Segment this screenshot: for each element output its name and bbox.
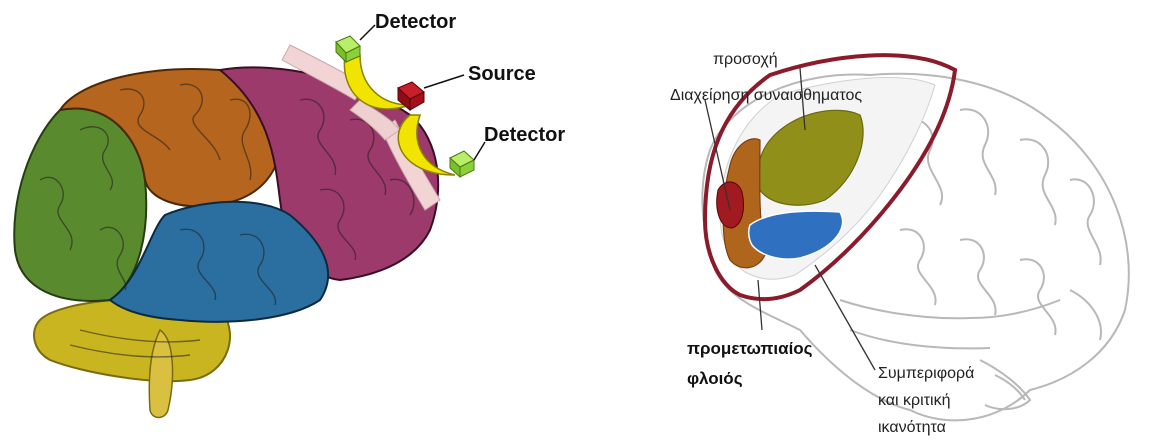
detector-top-leader xyxy=(360,25,375,40)
source-label: Source xyxy=(468,63,536,85)
source-leader xyxy=(424,75,464,88)
fnirs-brain-svg: Detector Source Detector xyxy=(0,0,600,441)
detector-bottom-label: Detector xyxy=(484,124,565,146)
small-red-region xyxy=(717,182,744,228)
detector-bottom-icon xyxy=(450,151,474,177)
prefrontal-label-line2: φλοιός xyxy=(687,369,743,388)
prefrontal-cortex-figure: προσοχή Διαχείρηση συναισθηματος προμετω… xyxy=(600,0,1150,441)
prefrontal-label-line1: προμετωπιαίος xyxy=(687,339,813,358)
emotion-management-label: Διαχείρηση συναισθηματος xyxy=(670,87,862,104)
prefrontal-brain-svg: προσοχή Διαχείρηση συναισθηματος προμετω… xyxy=(600,0,1150,441)
prefrontal-leader xyxy=(758,280,762,330)
behavior-leader xyxy=(815,265,875,370)
behavior-label-line2: και κριτική xyxy=(878,392,950,409)
behavior-label-line3: ικανότητα xyxy=(878,419,946,436)
occipital-lobe xyxy=(14,108,146,300)
fnirs-brain-figure: Detector Source Detector xyxy=(0,0,600,441)
behavior-region xyxy=(749,211,843,259)
attention-label: προσοχή xyxy=(713,51,778,68)
detector-top-label: Detector xyxy=(375,11,456,33)
behavior-label-line1: Συμπεριφορά xyxy=(878,365,974,382)
